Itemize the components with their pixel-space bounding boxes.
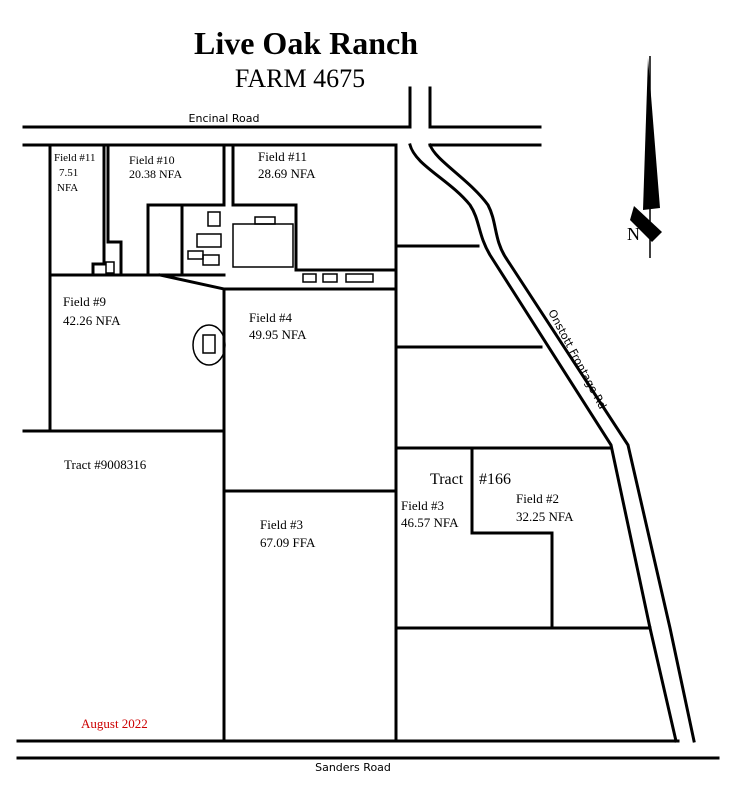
field-4-area: 49.95 NFA xyxy=(249,327,307,342)
field-3-west-area: 67.09 FFA xyxy=(260,535,316,550)
field-11-small-area: 7.51 xyxy=(59,167,78,179)
field-11-small-name: Field #11 xyxy=(54,152,95,164)
field-boundaries xyxy=(22,143,652,743)
field-9-name: Field #9 xyxy=(63,294,106,309)
field-11-area: 28.69 NFA xyxy=(258,166,316,181)
onstott-frontage-road xyxy=(408,143,696,743)
sanders-road xyxy=(16,739,720,760)
north-arrow-icon: N xyxy=(627,56,662,258)
field-10-area: 20.38 NFA xyxy=(129,167,182,181)
field-2-name: Field #2 xyxy=(516,491,559,506)
field-11-name: Field #11 xyxy=(258,149,307,164)
field-9-area: 42.26 NFA xyxy=(63,313,121,328)
map-subtitle: FARM 4675 xyxy=(235,64,365,93)
map-title: Live Oak Ranch xyxy=(194,25,418,61)
field-11-small-unit: NFA xyxy=(57,182,78,194)
field-3-west-name: Field #3 xyxy=(260,517,303,532)
farmstead-buildings xyxy=(105,211,374,366)
field-3-east-area: 46.57 NFA xyxy=(401,515,459,530)
tract-166-label-a: Tract xyxy=(430,471,464,488)
field-2-area: 32.25 NFA xyxy=(516,509,574,524)
tract-166-label-b: #166 xyxy=(479,471,511,488)
field-4-name: Field #4 xyxy=(249,310,292,325)
field-3-east-name: Field #3 xyxy=(401,498,444,513)
field-10-name: Field #10 xyxy=(129,153,175,167)
tract-9008316-label: Tract #9008316 xyxy=(64,457,147,472)
map-date: August 2022 xyxy=(81,716,148,731)
encinal-road xyxy=(22,86,542,147)
encinal-road-label: Encinal Road xyxy=(189,112,260,125)
sanders-road-label: Sanders Road xyxy=(315,761,391,774)
north-letter: N xyxy=(627,224,640,244)
